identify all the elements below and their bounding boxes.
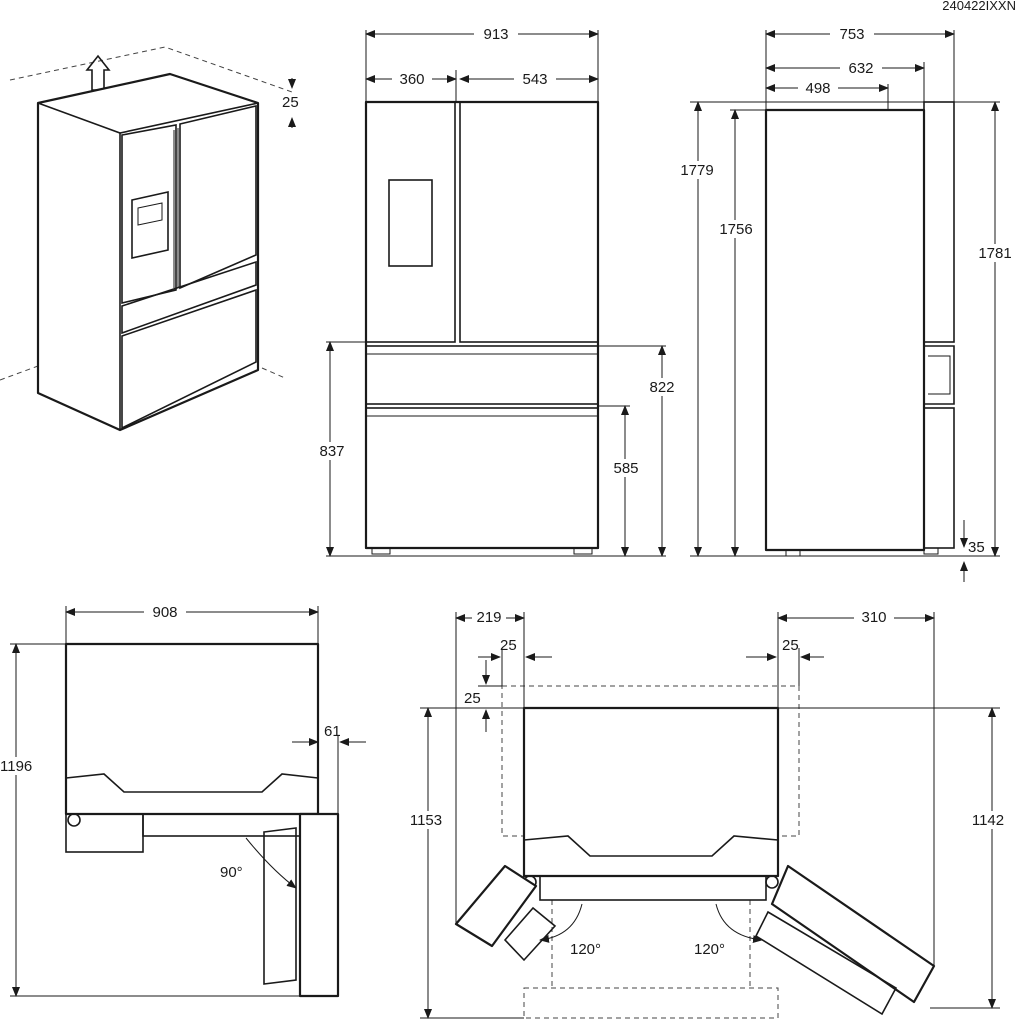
- up-arrow-icon: [85, 54, 111, 91]
- dim-side-depth-total: 753: [839, 26, 864, 43]
- dim-angle-right: 120°: [694, 941, 725, 958]
- dim-drawer-height: 822: [649, 379, 674, 396]
- dim-clear-right: 25: [782, 637, 799, 654]
- dim-angle-left: 120°: [570, 941, 601, 958]
- dim-lower-height: 837: [319, 443, 344, 460]
- dim-open-depth-left: 1153: [410, 812, 442, 829]
- plan-view-90: 90° 908 1196 61: [0, 602, 366, 998]
- dim-clear-left: 25: [500, 637, 517, 654]
- front-view: 913 360 543 837 822 585: [314, 24, 680, 557]
- dim-side-height-right: 1781: [978, 245, 1011, 262]
- dim-plan-width: 908: [152, 604, 177, 621]
- dim-open-depth-right: 1142: [972, 812, 1004, 829]
- dim-clearance-top: 25: [282, 94, 299, 111]
- dim-plan-gap: 61: [324, 723, 341, 740]
- dim-side-feet: 35: [968, 539, 985, 556]
- dim-total-width: 913: [483, 26, 508, 43]
- dim-plan-depth: 1196: [0, 758, 32, 775]
- dim-side-height-total: 1779: [680, 162, 713, 179]
- dim-open-left: 219: [476, 609, 501, 626]
- dim-side-depth-body: 498: [805, 80, 830, 97]
- dim-door-left: 360: [399, 71, 424, 88]
- dim-clear-back: 25: [464, 690, 481, 707]
- dim-side-depth-door: 632: [848, 60, 873, 77]
- dim-freezer-height: 585: [613, 460, 638, 477]
- side-view: 753 632 498 1779 1756 1781 35: [676, 24, 1016, 582]
- dim-door-right: 543: [522, 71, 547, 88]
- dim-open-right: 310: [861, 609, 886, 626]
- plan-view-120: 120° 120° 219 310 25 25 25: [404, 608, 1010, 1019]
- dim-side-height-body: 1756: [719, 221, 752, 238]
- drawing-code: 240422IXXN: [942, 0, 1016, 13]
- isometric-view: 25: [0, 46, 299, 432]
- dim-plan-angle: 90°: [220, 864, 243, 881]
